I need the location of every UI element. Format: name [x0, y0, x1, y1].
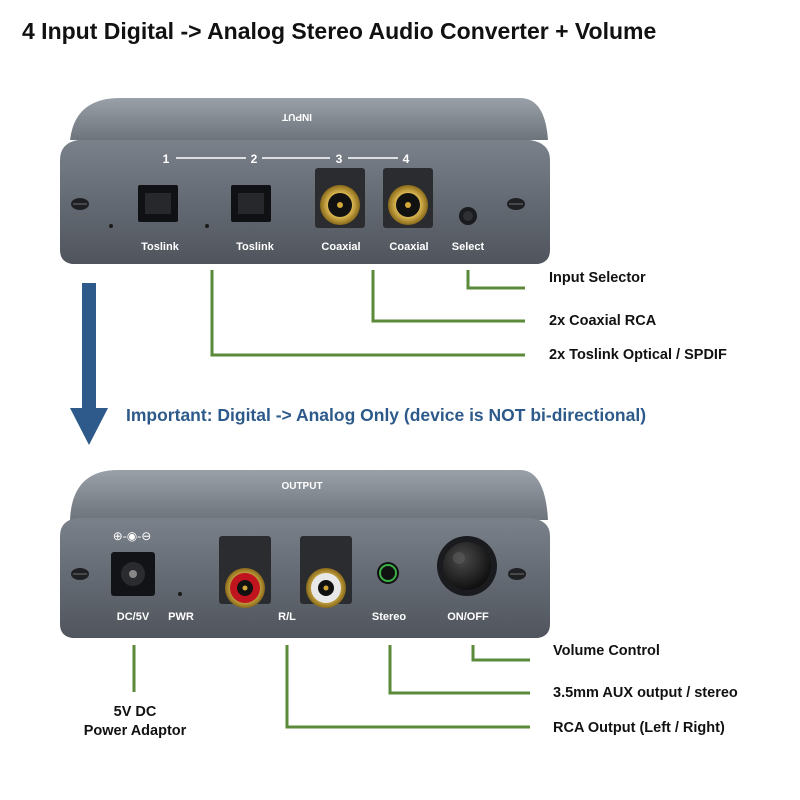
output-panel-top — [70, 470, 548, 520]
callout-input-selector: Input Selector — [549, 270, 646, 286]
port-label: Coaxial — [389, 241, 428, 253]
dc-jack-icon — [111, 552, 155, 596]
aux-jack-icon — [377, 562, 399, 584]
leader-line-volume — [471, 645, 530, 662]
leader-line-aux — [388, 645, 530, 695]
toslink-port-2 — [231, 185, 271, 222]
important-note: Important: Digital -> Analog Only (devic… — [126, 405, 647, 425]
callout-power-adaptor: 5V DC Power Adaptor — [60, 703, 210, 741]
input-panel-top — [70, 98, 548, 140]
output-panel: OUTPUT ⊕-◉-⊖ — [60, 470, 550, 638]
power-label-line-1: 5V DC — [113, 704, 157, 720]
screw-icon — [71, 198, 89, 210]
coaxial-port-3 — [315, 168, 365, 228]
port-label: Coaxial — [321, 241, 360, 253]
coaxial-port-4 — [383, 168, 433, 228]
screw-icon — [507, 198, 525, 210]
port-label: R/L — [278, 611, 296, 623]
input-header: INPUT — [282, 111, 312, 122]
indicator-dot — [109, 224, 113, 228]
leader-line-toslink — [210, 270, 525, 357]
volume-knob-icon — [437, 536, 497, 596]
input-number: 1 — [163, 152, 170, 166]
port-label: PWR — [168, 611, 194, 623]
rca-right-port — [219, 536, 271, 608]
port-label: Stereo — [372, 611, 407, 623]
callout-rca-output: RCA Output (Left / Right) — [553, 720, 725, 736]
indicator-dot — [205, 224, 209, 228]
port-label: Toslink — [141, 241, 180, 253]
callout-volume: Volume Control — [553, 643, 660, 659]
polarity-symbol: ⊕-◉-⊖ — [113, 529, 152, 543]
callout-aux: 3.5mm AUX output / stereo — [553, 685, 738, 701]
input-leader-lines — [210, 270, 525, 357]
output-leader-lines — [132, 645, 530, 729]
input-number: 4 — [403, 152, 410, 166]
callout-toslink: 2x Toslink Optical / SPDIF — [549, 347, 727, 363]
callout-coaxial: 2x Coaxial RCA — [549, 313, 657, 329]
diagram-title: 4 Input Digital -> Analog Stereo Audio C… — [22, 18, 657, 44]
port-label: DC/5V — [117, 611, 150, 623]
pwr-led-icon — [178, 592, 182, 596]
screw-icon — [508, 568, 526, 580]
rca-left-port — [300, 536, 352, 608]
input-panel: INPUT 1 2 3 4 — [60, 98, 550, 264]
power-label-line-2: Power Adaptor — [83, 723, 187, 739]
input-number: 2 — [251, 152, 258, 166]
port-label: ON/OFF — [447, 611, 489, 623]
toslink-port-1 — [138, 185, 178, 222]
port-label: Select — [452, 241, 485, 253]
leader-line-rca-output — [285, 645, 530, 729]
direction-arrow-icon — [70, 283, 108, 445]
input-number: 3 — [336, 152, 343, 166]
leader-line-input-selector — [466, 270, 525, 290]
output-header: OUTPUT — [281, 481, 322, 492]
leader-line-coaxial — [371, 270, 525, 323]
port-label: Toslink — [236, 241, 275, 253]
screw-icon — [71, 568, 89, 580]
select-button-icon — [459, 207, 477, 225]
